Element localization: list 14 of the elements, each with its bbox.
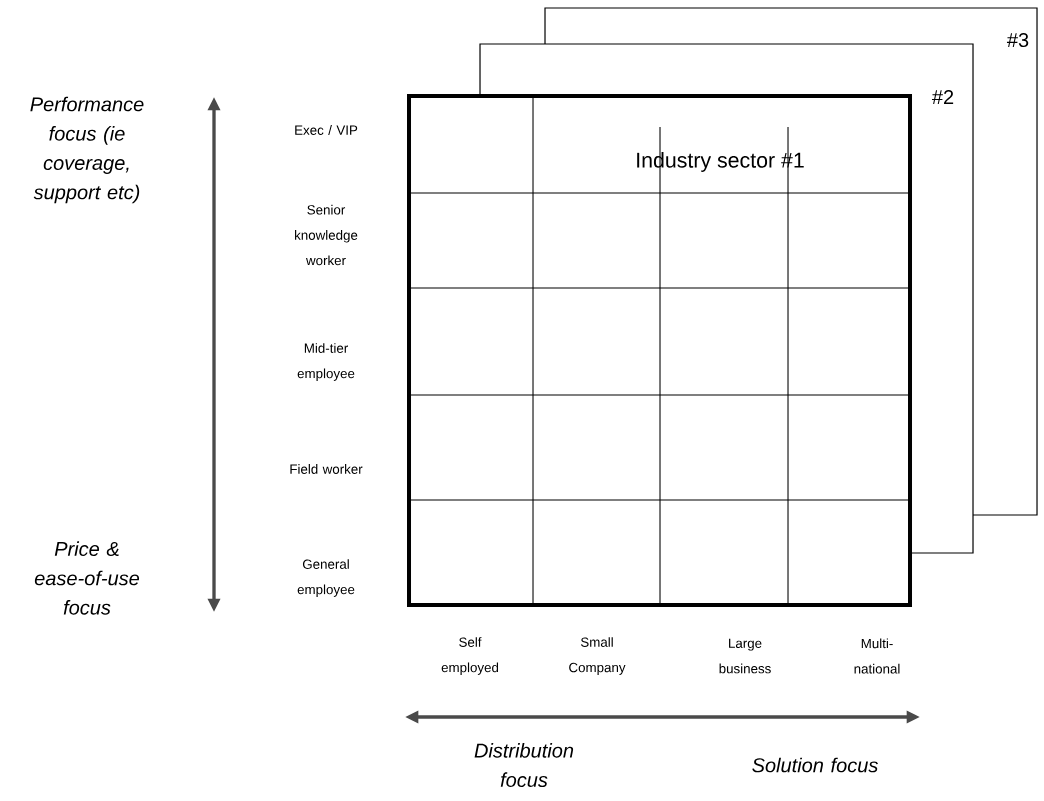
category-label: Small Company [569, 637, 626, 675]
category-label: Multi-national [854, 638, 900, 674]
category-label: Large business [719, 638, 771, 674]
category-label: Self employed [441, 637, 499, 675]
category-label: Mid-tier employee [297, 343, 355, 381]
axis-label: Price & ease-of-use focus [34, 541, 140, 615]
axis-label: Distribution focus [474, 743, 574, 787]
category-label: Senior knowledge worker [295, 204, 358, 266]
category-label: Field worker [290, 464, 363, 474]
category-label: Exec / VIP [295, 125, 358, 135]
axis-label: Performance focus (ie coverage, support etc) [30, 96, 144, 204]
category-label: General employee [297, 559, 355, 597]
axis-label: Solution focus [752, 757, 878, 773]
grid-table: Industry sector #1 [407, 94, 912, 607]
